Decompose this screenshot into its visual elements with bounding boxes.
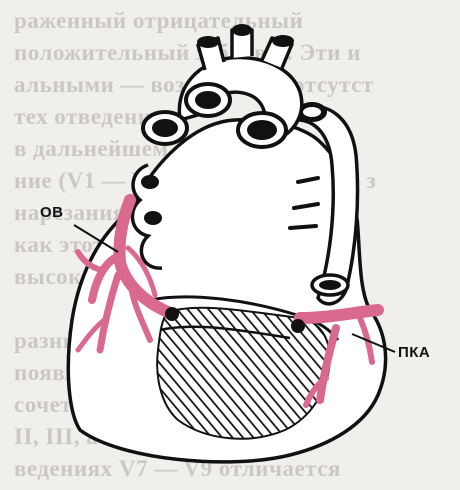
label-ov: ОВ <box>40 204 64 221</box>
label-pka: ПКА <box>398 344 430 361</box>
occlusion-marker-right <box>291 319 305 333</box>
occlusion-marker-left <box>165 307 179 321</box>
